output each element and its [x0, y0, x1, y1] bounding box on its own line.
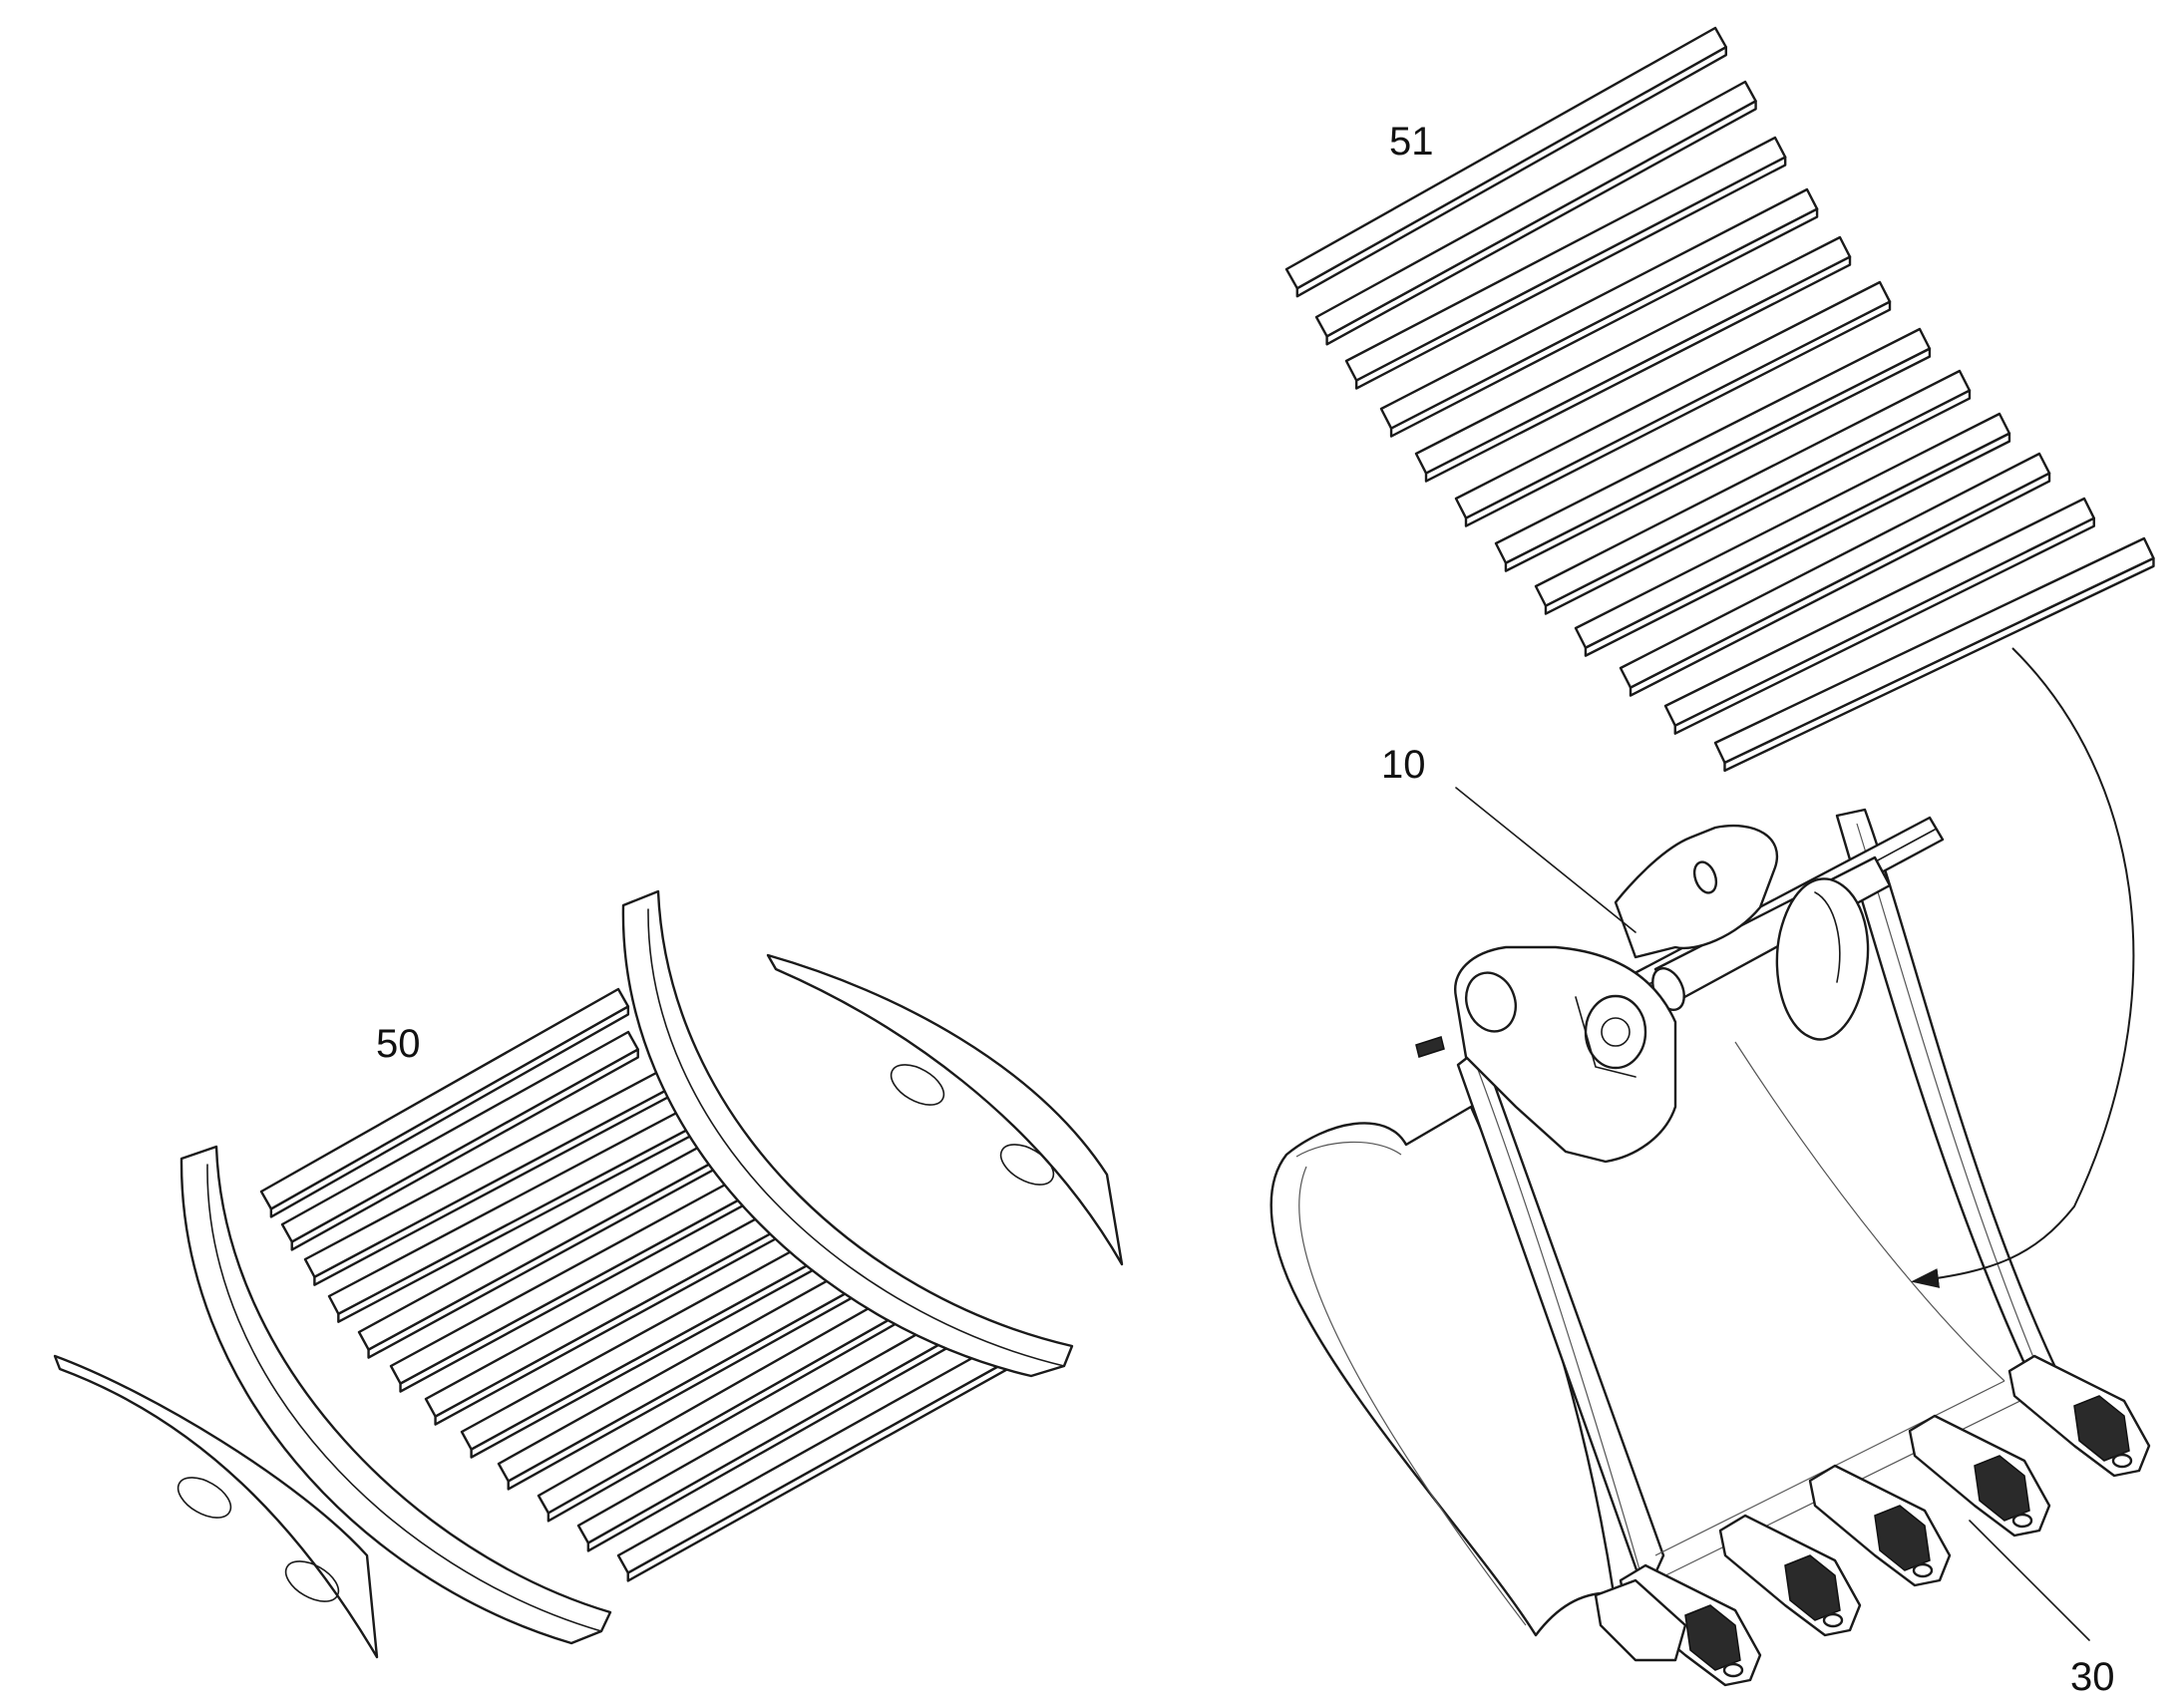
label-50: 50 — [376, 1022, 421, 1066]
tooth-adapter — [2073, 1395, 2130, 1462]
left-curved-rail — [180, 1145, 612, 1645]
strip-face — [259, 987, 630, 1210]
strip-face — [1284, 26, 1727, 290]
strip-face — [280, 1030, 639, 1243]
tooth-adapter — [1874, 1505, 1931, 1571]
tooth-pin — [2011, 1513, 2033, 1529]
tooth-pin — [2111, 1453, 2133, 1469]
left-side-plate — [53, 1354, 379, 1659]
tooth-row-30 — [1594, 1354, 2151, 1687]
tooth-pin — [1722, 1662, 1744, 1678]
strip-face — [1534, 369, 1972, 607]
curved-strip-set-51 — [1284, 26, 2155, 773]
label-51: 51 — [1389, 120, 1434, 164]
strip-face — [1344, 136, 1787, 382]
side-cutter — [1594, 1578, 1687, 1662]
strip-face — [1379, 187, 1819, 430]
bucket-assembly — [1270, 808, 2081, 1637]
strip-face — [1713, 536, 2155, 765]
strip-face — [1574, 412, 2011, 649]
right-side-plate — [766, 953, 1124, 1266]
curved-arrow — [1911, 647, 2135, 1288]
strip-face — [1619, 452, 2051, 689]
leader-line-10 — [1455, 787, 1636, 933]
flat-strip-set-50 — [259, 987, 1008, 1582]
strip-face — [1314, 80, 1757, 338]
label-10: 10 — [1381, 743, 1426, 787]
strip-face — [1454, 280, 1892, 519]
label-30: 30 — [2070, 1655, 2115, 1699]
tooth-adapter — [1784, 1554, 1841, 1621]
tooth-adapter — [1974, 1455, 2030, 1522]
leader-line-30 — [1969, 1520, 2090, 1641]
tooth-pin — [1912, 1562, 1934, 1578]
bucket-shell — [1270, 1105, 1616, 1637]
strip-face — [1663, 497, 2095, 727]
strip-face — [1494, 327, 1932, 564]
right-curved-rail — [621, 889, 1074, 1378]
strip-face — [1414, 235, 1852, 475]
tooth-adapter — [1684, 1604, 1741, 1671]
tooth-pin — [1822, 1612, 1844, 1628]
